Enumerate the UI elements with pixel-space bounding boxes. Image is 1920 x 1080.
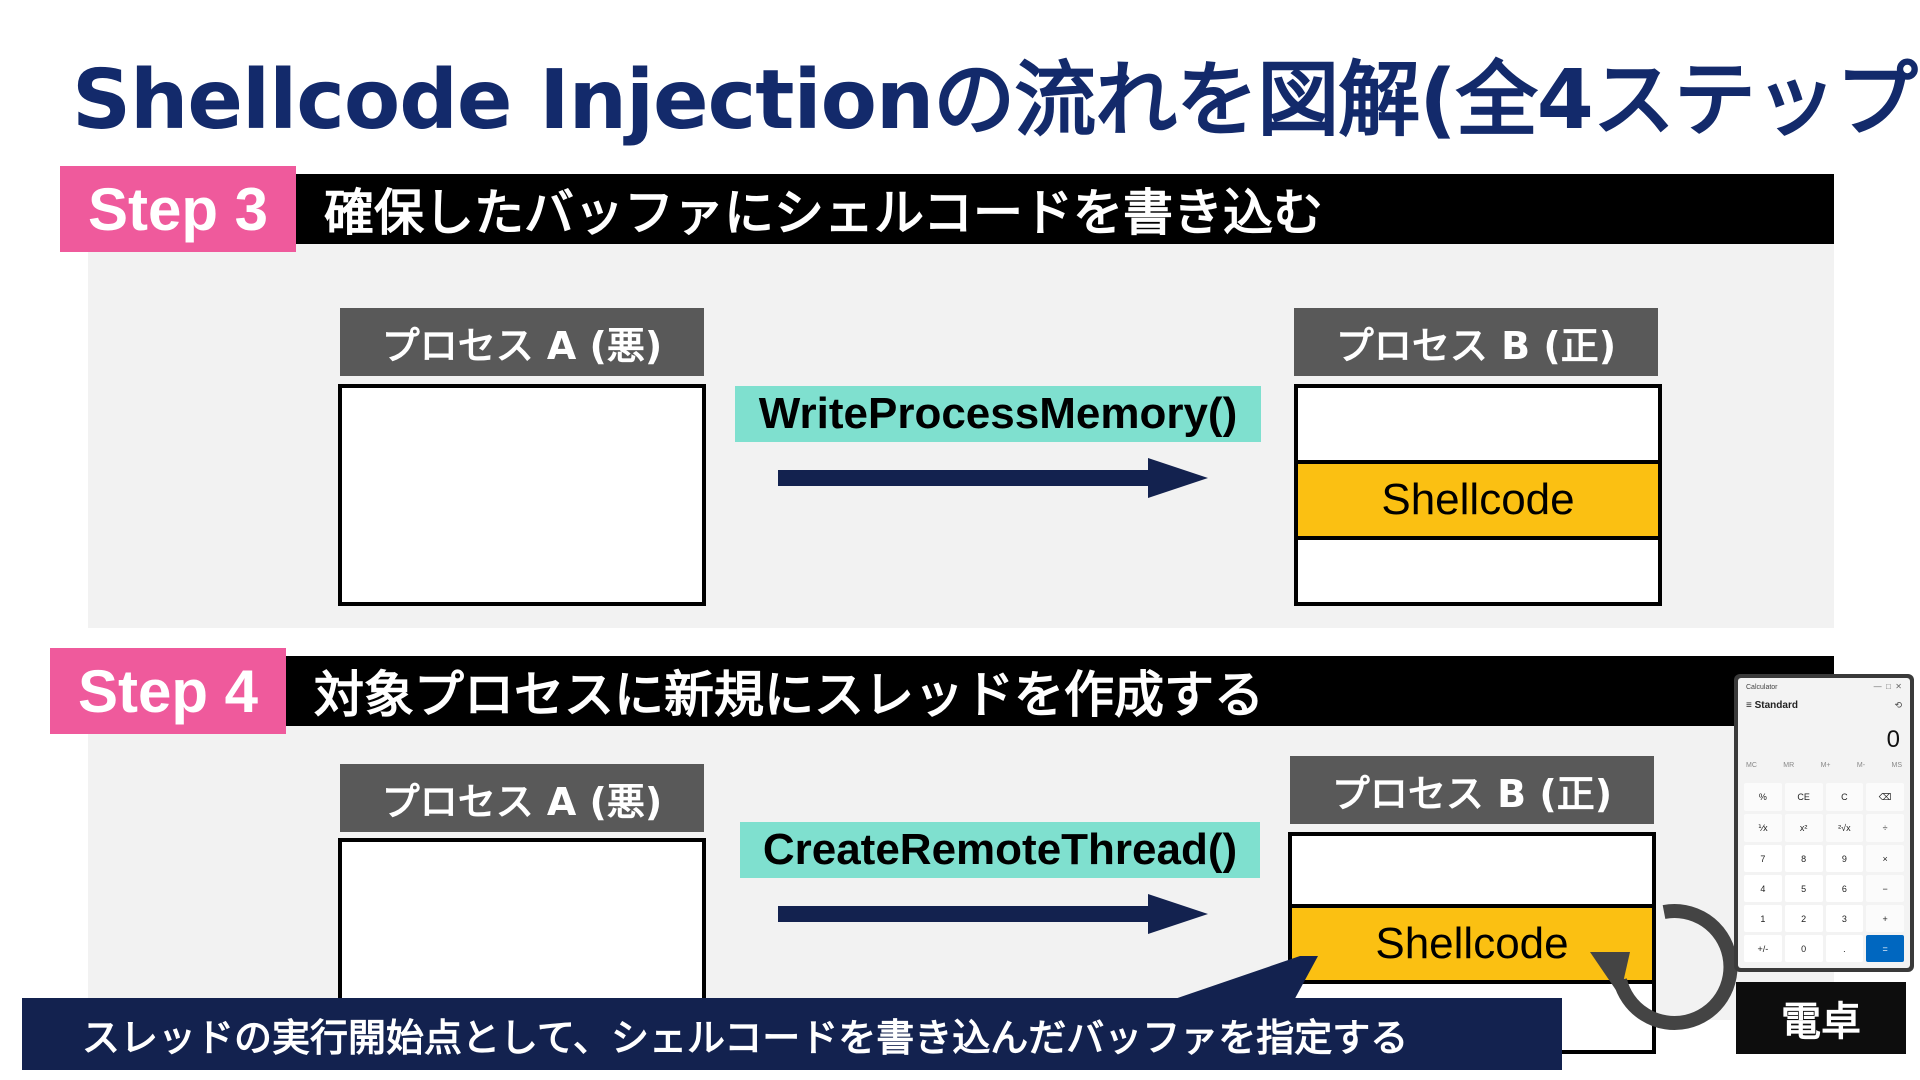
calculator-key[interactable]: 3 [1826, 905, 1864, 932]
calculator-key[interactable]: 1 [1744, 905, 1782, 932]
step4-process-b-label: プロセス B (正) [1290, 756, 1654, 824]
memory-key[interactable]: MS [1892, 762, 1903, 769]
calculator-key[interactable]: 9 [1826, 845, 1864, 872]
step3-process-b-label: プロセス B (正) [1294, 308, 1658, 376]
step4-process-a-label: プロセス A (悪) [340, 764, 704, 832]
step3-arrow [778, 456, 1210, 500]
memory-key[interactable]: M+ [1821, 762, 1831, 769]
step3-badge: Step 3 [60, 166, 296, 252]
calculator-key[interactable]: − [1866, 875, 1904, 902]
step3-process-a-box [338, 384, 706, 606]
step4-note: スレッドの実行開始点として、シェルコードを書き込んだバッファを指定する [22, 998, 1562, 1070]
step3-header-bar: 確保したバッファにシェルコードを書き込む [294, 174, 1834, 244]
curved-arrow [1560, 880, 1740, 1060]
calculator-key[interactable]: + [1866, 905, 1904, 932]
calculator-key[interactable]: ÷ [1866, 814, 1904, 842]
history-icon[interactable]: ⟲ [1894, 700, 1902, 711]
step4-api-label: CreateRemoteThread() [740, 822, 1260, 878]
memory-key[interactable]: MR [1783, 762, 1794, 769]
calculator-window: Calculator — □ ✕ ≡ Standard ⟲ 0 MC MR M+… [1734, 674, 1914, 972]
calculator-display: 0 [1887, 726, 1900, 754]
step4-header-text: 対象プロセスに新規にスレッドを作成する [314, 655, 1264, 727]
memory-key[interactable]: MC [1746, 762, 1757, 769]
calculator-key[interactable]: . [1826, 935, 1864, 962]
calculator-title: Calculator [1746, 684, 1778, 691]
step3-api-label: WriteProcessMemory() [735, 386, 1261, 442]
step4-badge: Step 4 [50, 648, 286, 734]
step4-header-bar: 対象プロセスに新規にスレッドを作成する [286, 656, 1834, 726]
calculator-key[interactable]: +/- [1744, 935, 1782, 962]
step4-arrow [778, 892, 1210, 936]
step3-header-text: 確保したバッファにシェルコードを書き込む [324, 173, 1323, 245]
calculator-key[interactable]: ⅟x [1744, 814, 1782, 842]
calculator-key[interactable]: × [1866, 845, 1904, 872]
calculator-key[interactable]: = [1866, 935, 1904, 962]
memory-key[interactable]: M- [1857, 762, 1865, 769]
calculator-key[interactable]: % [1744, 783, 1782, 811]
calculator-key[interactable]: 0 [1785, 935, 1823, 962]
calculator-key[interactable]: C [1826, 783, 1864, 811]
page-title: Shellcode Injectionの流れを図解(全4ステップ) [72, 46, 1852, 156]
calculator-key[interactable]: 5 [1785, 875, 1823, 902]
calculator-memory-row: MC MR M+ M- MS [1746, 762, 1902, 769]
calculator-key[interactable]: 7 [1744, 845, 1782, 872]
calculator-menu-icon[interactable]: ≡ [1746, 700, 1752, 711]
calculator-key[interactable]: 8 [1785, 845, 1823, 872]
calculator-key[interactable]: ²√x [1826, 814, 1864, 842]
step3-shellcode-block: Shellcode [1294, 460, 1662, 540]
calculator-key[interactable]: ⌫ [1866, 783, 1904, 811]
calculator-label: 電卓 [1736, 982, 1906, 1054]
step3-process-a-label: プロセス A (悪) [340, 308, 704, 376]
calculator-key[interactable]: 6 [1826, 875, 1864, 902]
calculator-window-controls[interactable]: — □ ✕ [1874, 682, 1902, 691]
calculator-key[interactable]: 2 [1785, 905, 1823, 932]
calculator-mode: Standard [1755, 700, 1798, 711]
calculator-key[interactable]: x² [1785, 814, 1823, 842]
calculator-key[interactable]: CE [1785, 783, 1823, 811]
calculator-key[interactable]: 4 [1744, 875, 1782, 902]
